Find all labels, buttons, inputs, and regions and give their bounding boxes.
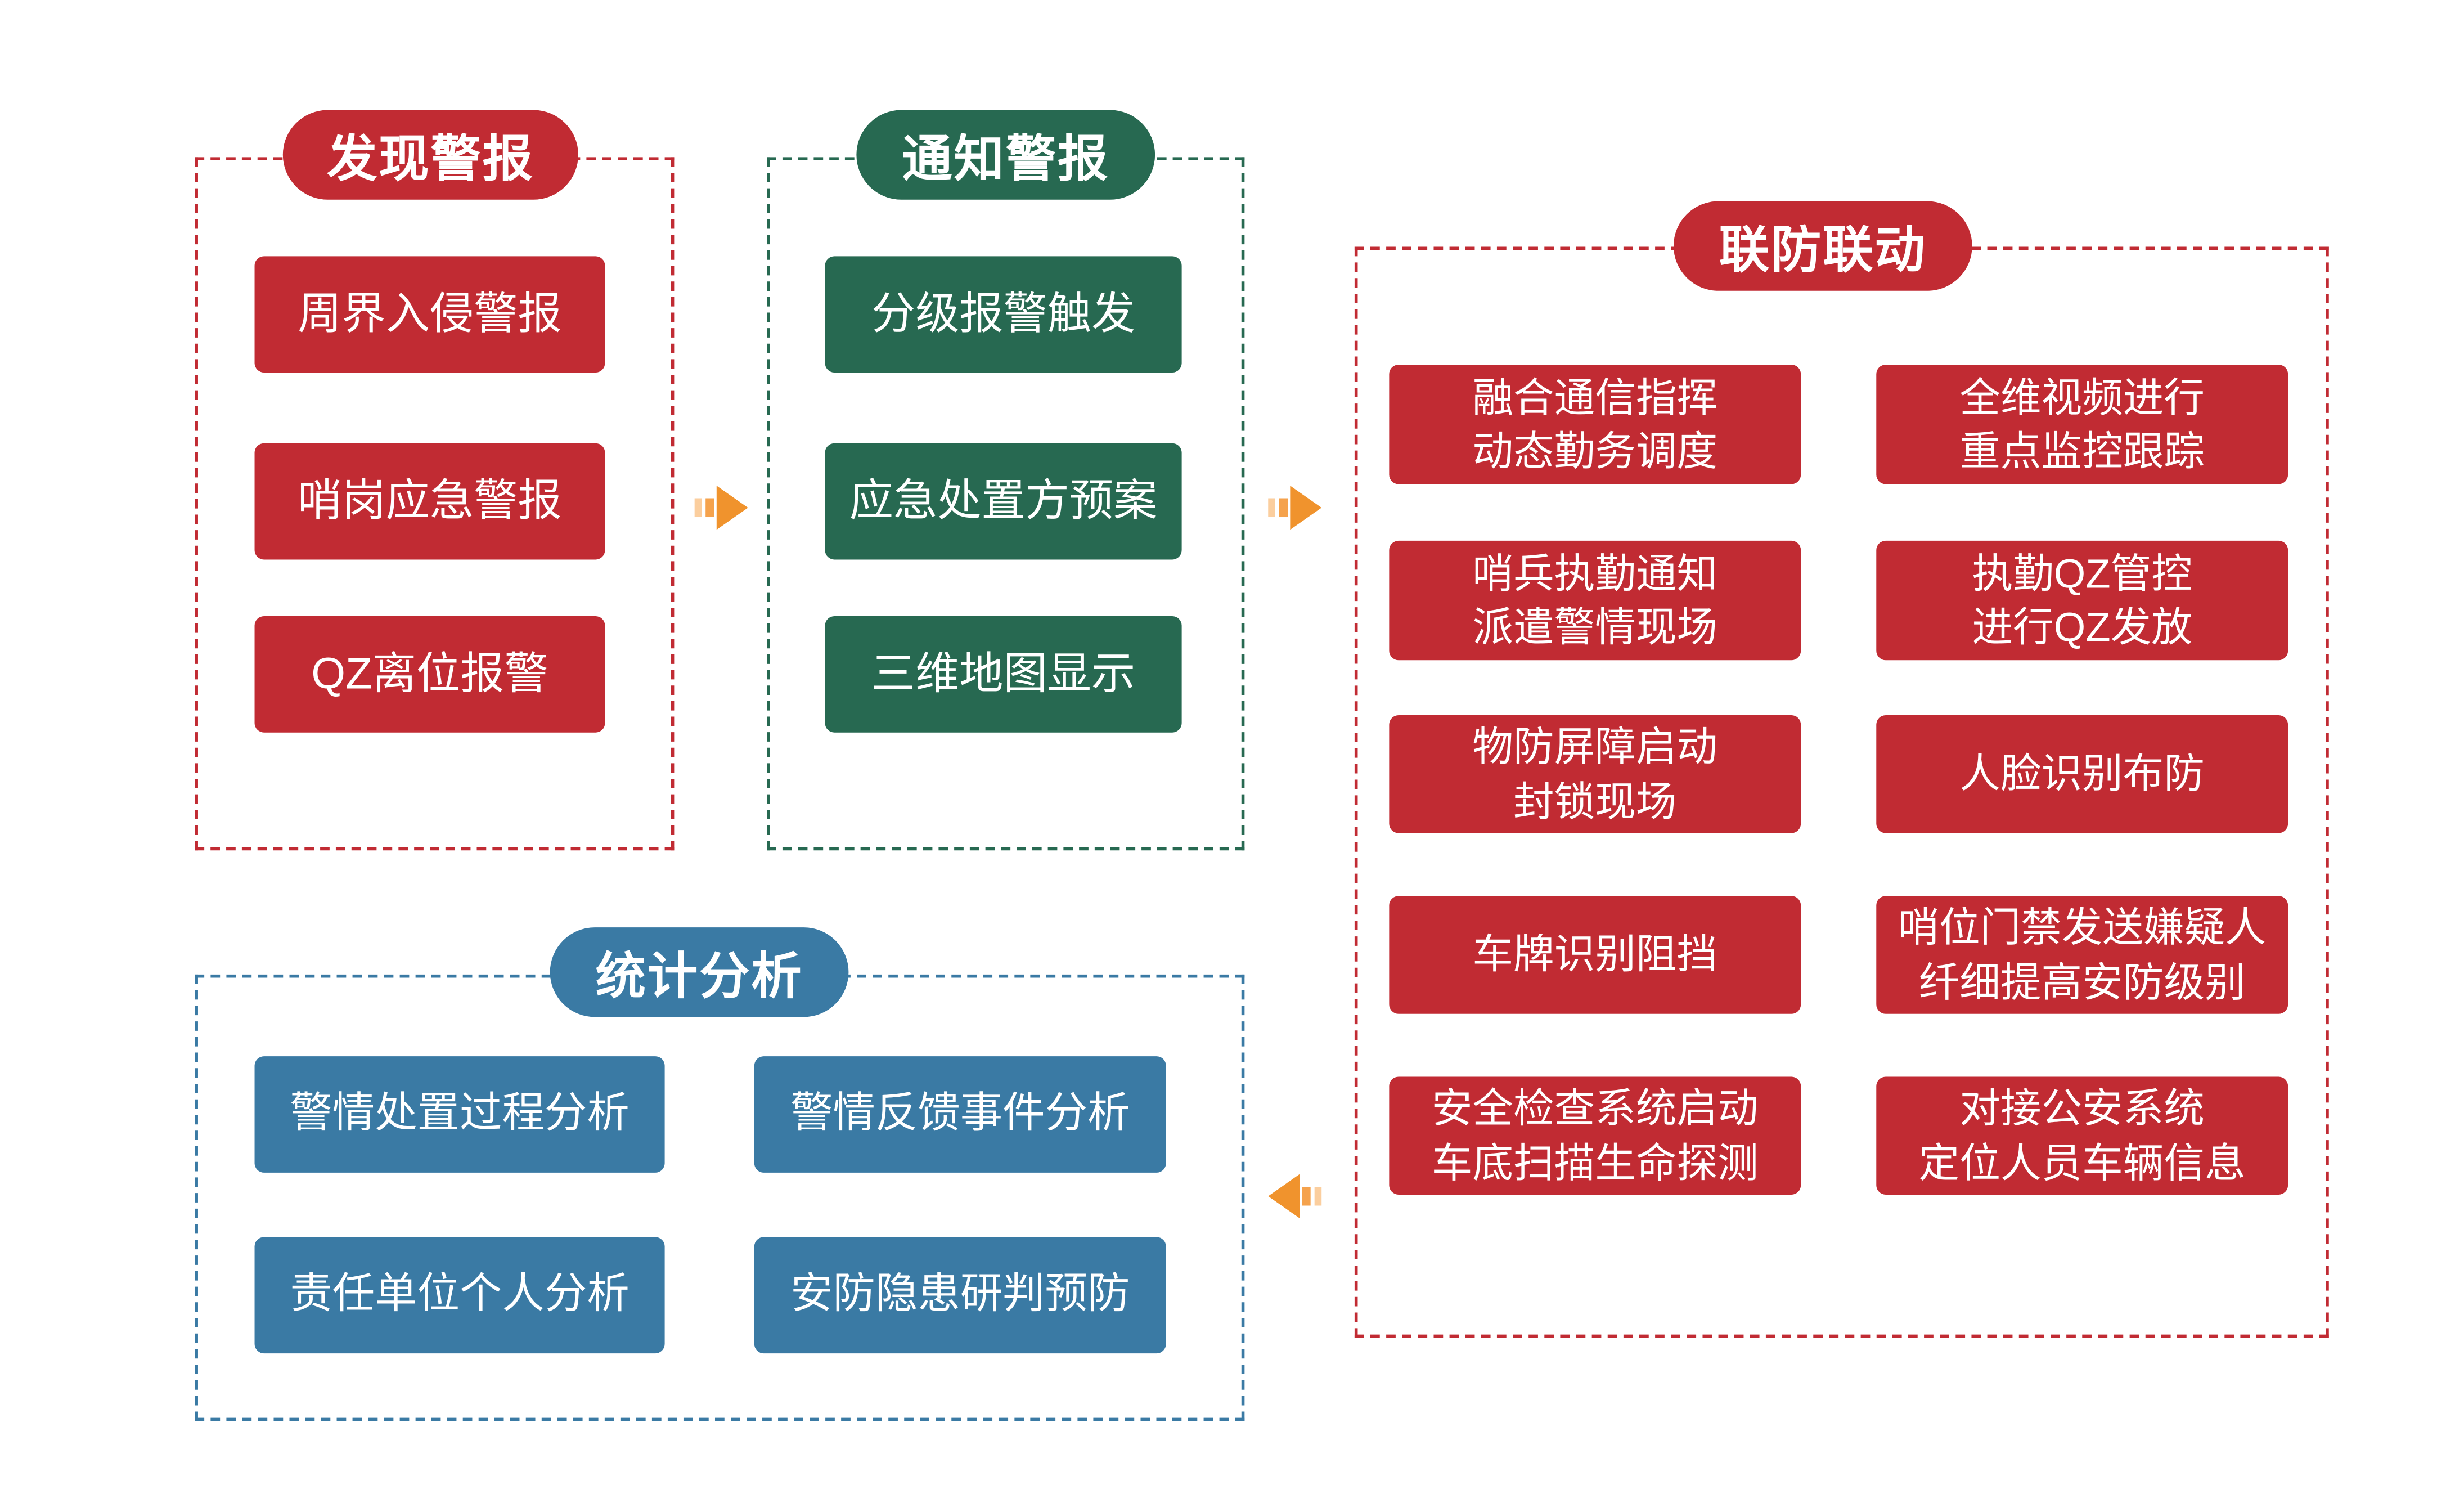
pill-discover-alarm-title: 发现警报 <box>282 110 578 200</box>
box-responsible-unit-person-analysis: 责任单位个人分析 <box>254 1237 665 1354</box>
box-graded-alarm-trigger: 分级报警触发 <box>825 256 1182 373</box>
box-3d-map-display: 三维地图显示 <box>825 616 1182 733</box>
box-omni-video-tracking: 全维视频进行 重点监控跟踪 <box>1876 365 2288 484</box>
box-duty-qz-control: 执勤QZ管控 进行QZ发放 <box>1876 540 2288 661</box>
box-emergency-response-plan: 应急处置方预案 <box>825 443 1182 560</box>
box-security-risk-research-prevention: 安防隐患研判预防 <box>754 1237 1166 1354</box>
box-sentry-emergency-alarm: 哨岗应急警报 <box>254 443 605 560</box>
box-fused-comm-command: 融合通信指挥 动态勤务调度 <box>1389 365 1801 484</box>
box-sentry-duty-notify: 哨兵执勤通知 派遣警情现场 <box>1389 540 1801 661</box>
box-sentry-access-suspect-alert: 哨位门禁发送嫌疑人 纤细提高安防级别 <box>1876 896 2288 1014</box>
pill-joint-defense-title: 联防联动 <box>1673 201 1972 291</box>
flow-arrow-right-icon-2 <box>1266 481 1323 535</box>
box-perimeter-intrusion-alarm: 周界入侵警报 <box>254 256 605 373</box>
flow-arrow-left-icon <box>1266 1169 1323 1223</box>
box-police-system-locate-info: 对接公安系统 定位人员车辆信息 <box>1876 1076 2288 1195</box>
box-security-check-underbody-scan: 安全检查系统启动 车底扫描生命探测 <box>1389 1076 1801 1195</box>
pill-notify-alarm-title: 通知警报 <box>856 110 1155 200</box>
pill-statistical-analysis-title: 统计分析 <box>550 927 849 1017</box>
box-alarm-feedback-event-analysis: 警情反馈事件分析 <box>754 1056 1166 1173</box>
box-qz-offsite-alarm: QZ离位报警 <box>254 616 605 733</box>
box-plate-recognition-block: 车牌识别阻挡 <box>1389 896 1801 1014</box>
box-physical-barrier-lockdown: 物防屏障启动 封锁现场 <box>1389 715 1801 833</box>
panel-statistical-analysis <box>195 974 1245 1421</box>
box-face-recognition-deploy: 人脸识别布防 <box>1876 715 2288 833</box>
flow-arrow-right-icon-1 <box>693 481 750 535</box>
box-alarm-handling-process-analysis: 警情处置过程分析 <box>254 1056 665 1173</box>
